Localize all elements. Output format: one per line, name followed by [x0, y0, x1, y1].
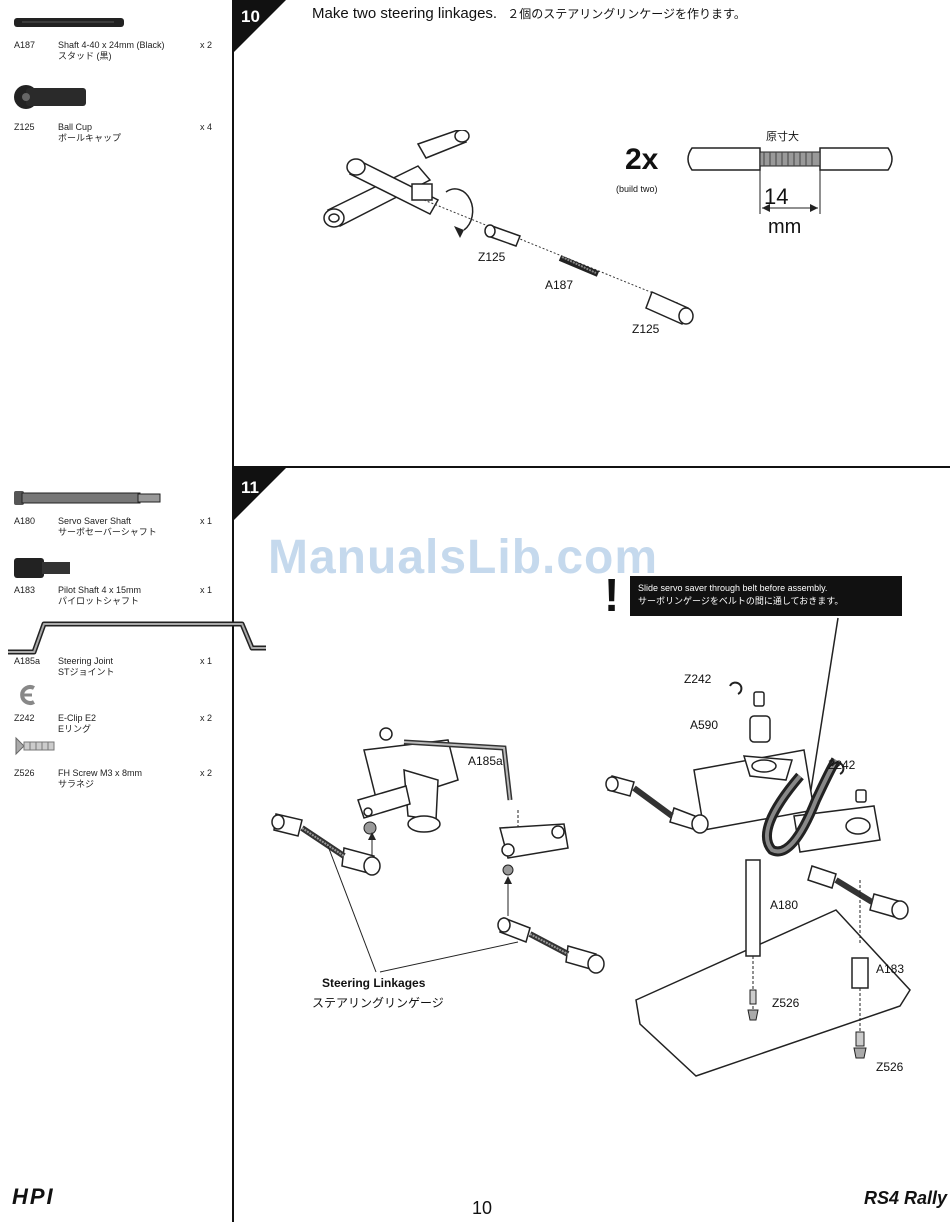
build-count: 2x [625, 143, 659, 176]
part-qty: x 4 [200, 122, 213, 132]
hpi-logo: HPI [12, 1184, 55, 1209]
part-name: Shaft 4-40 x 24mm (Black)スタッド (黒) [58, 40, 165, 61]
label-z526-left: Z526 [772, 996, 800, 1010]
part-code: Z125 [14, 122, 35, 132]
label-z125-top: Z125 [478, 250, 506, 264]
linkage-assembly-image [423, 200, 694, 326]
pilot-shaft-image [14, 558, 70, 578]
actual-size-diagram [687, 147, 893, 214]
fh-screw-image [15, 736, 55, 756]
label-a180: A180 [770, 898, 799, 912]
warning-box: Slide servo saver through belt before as… [630, 576, 902, 616]
servo-saver-shaft-image [14, 491, 161, 505]
label-a590: A590 [690, 718, 719, 732]
step-number: 10 [241, 7, 260, 26]
label-z242-right: Z242 [828, 758, 856, 772]
ball-cup-z125-image [14, 85, 86, 109]
dimension-unit: mm [768, 216, 802, 238]
part-qty: x 1 [200, 656, 213, 666]
step-flag [234, 468, 286, 520]
warning-pointer-line [809, 617, 839, 797]
part-code: A187 [14, 40, 36, 50]
part-code: A180 [14, 516, 36, 526]
step-divider [232, 466, 950, 468]
label-a187: A187 [545, 278, 574, 292]
column-divider [232, 0, 234, 1222]
part-code: Z526 [14, 768, 35, 778]
label-a183: A183 [876, 962, 905, 976]
step-flag [234, 0, 286, 52]
servo-saver-linkage-image [271, 727, 605, 974]
cross-wrench-image [323, 130, 474, 238]
dimension-value: 14 [764, 184, 789, 209]
shaft-a187-image [14, 18, 124, 27]
page-number: 10 [472, 1198, 493, 1218]
part-code: A183 [14, 585, 36, 595]
label-z242-top: Z242 [684, 672, 712, 686]
step-number: 11 [241, 478, 259, 497]
part-code: Z242 [14, 713, 35, 723]
steering-joint-image [8, 621, 266, 655]
label-steering-linkages-jp: ステアリングリンゲージ [312, 996, 444, 1010]
part-qty: x 2 [200, 40, 213, 50]
e-clip-image [20, 685, 35, 705]
warning-icon: ! [604, 569, 620, 621]
part-qty: x 1 [200, 516, 213, 526]
step-title: Make two steering linkages. ２個のステアリングリンケ… [312, 5, 746, 22]
part-qty: x 1 [200, 585, 213, 595]
rs4-rally-logo: RS4 Rally [864, 1188, 948, 1208]
build-note: (build two) [616, 184, 658, 194]
chassis-assembly-image [605, 681, 911, 1077]
label-z125-bottom: Z125 [632, 322, 660, 336]
part-qty: x 2 [200, 768, 213, 778]
part-qty: x 2 [200, 713, 213, 723]
label-steering-linkages: Steering Linkages [322, 976, 426, 990]
label-z526-right: Z526 [876, 1060, 904, 1074]
actual-size-label: 原寸大 [766, 131, 799, 143]
label-a185a: A185a [468, 754, 503, 768]
watermark: ManualsLib.com [268, 531, 659, 584]
part-code: A185a [14, 656, 41, 666]
